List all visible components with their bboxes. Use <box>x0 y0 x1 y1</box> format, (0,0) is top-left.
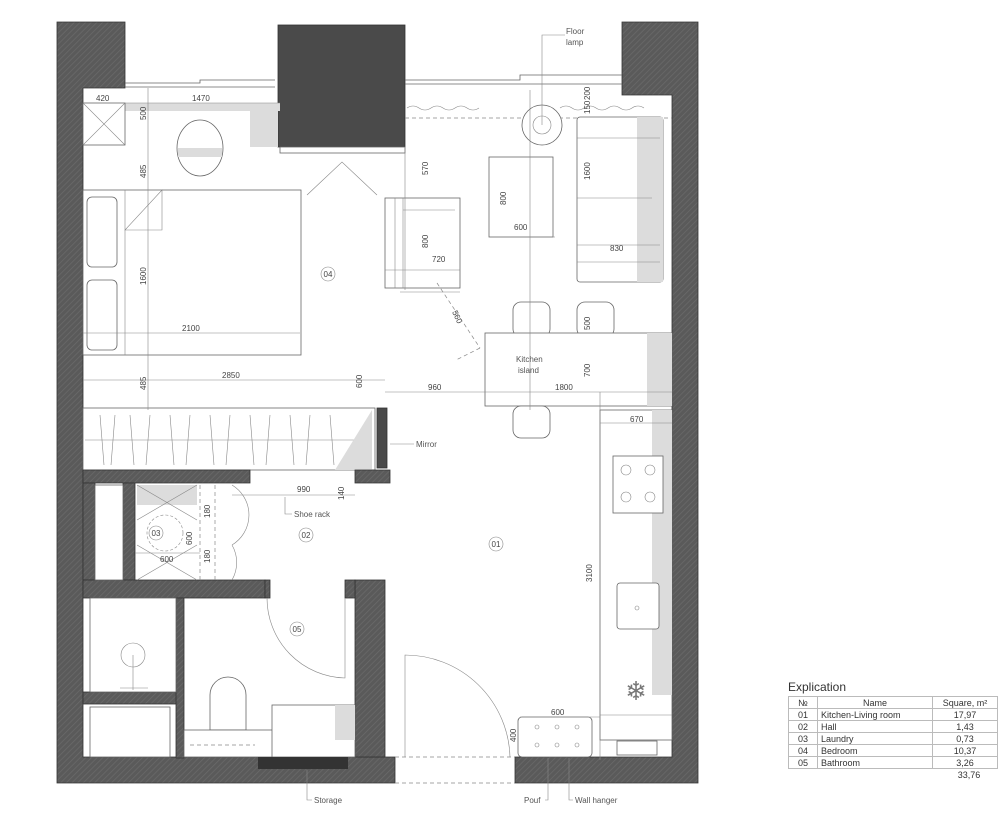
mirror <box>376 407 388 469</box>
dimension-labels: 420 1470 500 485 1600 2100 485 2850 600 … <box>96 86 644 742</box>
dimension-lines <box>83 88 672 760</box>
snowflake-icon: ❄ <box>625 676 647 706</box>
svg-text:1600: 1600 <box>583 162 592 180</box>
svg-text:600: 600 <box>355 374 364 388</box>
wardrobe <box>82 407 391 484</box>
room-tag-01: 01 <box>492 540 501 549</box>
bathroom: 05 <box>89 597 356 769</box>
svg-text:990: 990 <box>297 485 311 494</box>
room-tag-02: 02 <box>302 531 311 540</box>
interior-walls <box>82 482 386 759</box>
callout-storage: Storage <box>314 796 343 805</box>
svg-text:200: 200 <box>583 86 592 100</box>
svg-text:670: 670 <box>630 415 644 424</box>
svg-text:lamp: lamp <box>566 38 584 47</box>
callout-floor-lamp: Floor <box>566 27 585 36</box>
svg-text:600: 600 <box>514 223 528 232</box>
living-furniture <box>384 104 664 361</box>
room-tag-04: 04 <box>324 270 333 279</box>
svg-text:1800: 1800 <box>555 383 573 392</box>
kitchen: ❄ 01 <box>484 301 673 758</box>
svg-text:600: 600 <box>185 531 194 545</box>
callout-shoe-rack: Shoe rack <box>294 510 331 519</box>
structural-column <box>277 24 406 148</box>
svg-text:800: 800 <box>499 191 508 205</box>
callouts: Floor lamp Kitchen island Mirror Shoe ra… <box>284 27 618 805</box>
explication-title: Explication <box>788 680 847 694</box>
svg-text:150: 150 <box>583 100 592 114</box>
room-tag-05: 05 <box>293 625 302 634</box>
callout-pouf: Pouf <box>524 796 541 805</box>
svg-text:3100: 3100 <box>585 564 594 582</box>
entry-door <box>395 654 515 784</box>
svg-text:400: 400 <box>509 728 518 742</box>
svg-text:2100: 2100 <box>182 324 200 333</box>
svg-text:830: 830 <box>610 244 624 253</box>
svg-text:600: 600 <box>160 555 174 564</box>
callout-wall-hanger: Wall hanger <box>575 796 618 805</box>
exterior-walls <box>56 21 699 784</box>
total-area: 33,76 <box>957 770 981 780</box>
svg-text:180: 180 <box>203 504 212 518</box>
svg-text:180: 180 <box>203 549 212 563</box>
room-tag-03: 03 <box>152 529 161 538</box>
kitchen-island <box>484 332 673 407</box>
laundry: 03 02 <box>94 484 314 581</box>
bedroom-furniture: 04 <box>82 102 406 356</box>
svg-text:485: 485 <box>139 164 148 178</box>
cooktop <box>612 455 664 514</box>
table-header: № Name Square, m² <box>788 696 998 709</box>
svg-text:485: 485 <box>139 376 148 390</box>
callout-kitchen-island: Kitchen <box>516 355 543 364</box>
svg-text:2850: 2850 <box>222 371 240 380</box>
callout-mirror: Mirror <box>416 440 437 449</box>
svg-text:420: 420 <box>96 94 110 103</box>
svg-text:1600: 1600 <box>139 267 148 285</box>
svg-text:570: 570 <box>421 161 430 175</box>
svg-text:600: 600 <box>551 708 565 717</box>
svg-text:1470: 1470 <box>192 94 210 103</box>
svg-text:island: island <box>518 366 539 375</box>
svg-text:500: 500 <box>139 106 148 120</box>
svg-text:500: 500 <box>583 316 592 330</box>
svg-text:140: 140 <box>337 486 346 500</box>
svg-text:720: 720 <box>432 255 446 264</box>
armchair <box>384 197 461 289</box>
svg-text:960: 960 <box>428 383 442 392</box>
tv-stand <box>279 146 406 154</box>
bed <box>82 189 302 356</box>
pouf <box>517 716 593 758</box>
svg-text:800: 800 <box>421 234 430 248</box>
svg-text:700: 700 <box>583 363 592 377</box>
svg-text:560: 560 <box>450 309 464 325</box>
